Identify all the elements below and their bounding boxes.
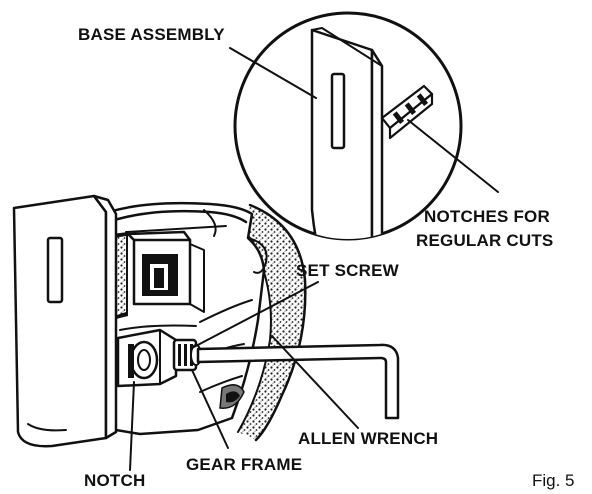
label-notch: NOTCH [84, 471, 145, 490]
front-base-plate [12, 194, 118, 448]
label-set-screw: SET SCREW [296, 261, 400, 280]
label-allen-wrench: ALLEN WRENCH [298, 429, 438, 448]
set-screw [172, 338, 202, 372]
notch-slot [128, 344, 134, 378]
leader-set-screw [191, 281, 319, 349]
label-notches-line2: REGULAR CUTS [416, 231, 553, 250]
allen-wrench [196, 343, 400, 420]
labels: BASE ASSEMBLY NOTCHES FOR REGULAR CUTS S… [78, 25, 575, 490]
leader-allen-wrench [271, 335, 359, 429]
detail-inset [233, 11, 463, 241]
leader-notch [129, 381, 135, 471]
leader-gear-frame [191, 369, 229, 449]
motor-housing-window [126, 230, 205, 313]
main-saw-assembly [12, 194, 400, 448]
leader-base-assembly [229, 47, 317, 99]
figure-caption: Fig. 5 [532, 471, 575, 490]
leader-notches [407, 119, 499, 193]
gear-frame-block [116, 328, 178, 388]
label-gear-frame: GEAR FRAME [186, 455, 302, 474]
inset-base-plate [310, 27, 384, 239]
leader-lines [129, 47, 499, 471]
label-base-assembly: BASE ASSEMBLY [78, 25, 225, 44]
label-notches-line1: NOTCHES FOR [424, 207, 550, 226]
inset-notched-rail [380, 84, 434, 140]
